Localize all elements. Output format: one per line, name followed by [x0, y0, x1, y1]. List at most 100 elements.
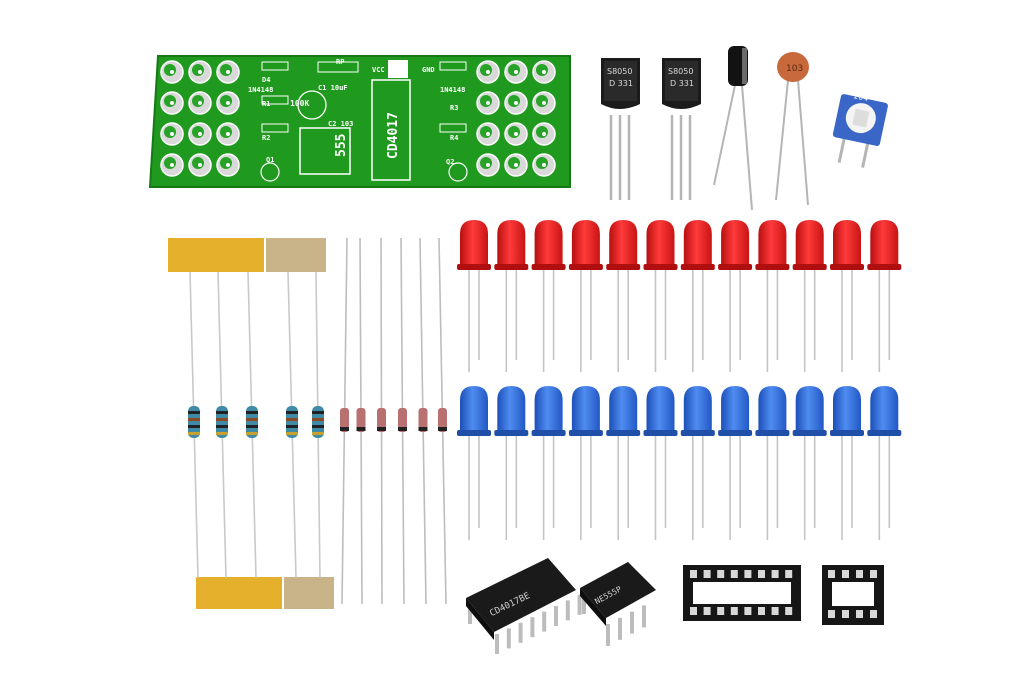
ic-pin: [582, 596, 586, 614]
blue-led: [830, 386, 864, 540]
red-led: [531, 220, 566, 372]
pcb-label-vcc: VCC: [372, 66, 385, 74]
resistor: [312, 271, 324, 579]
pcb-label-c1: C1 10uF: [318, 84, 348, 92]
pcb-pad: [476, 153, 500, 177]
blue-led: [718, 386, 753, 540]
blue-led: [755, 386, 790, 540]
socket-hole: [717, 570, 725, 578]
ic-pin: [542, 611, 547, 632]
pcb-label-r3: R3: [450, 104, 458, 112]
blue-led: [568, 386, 603, 540]
blue-led: [531, 386, 566, 540]
pcb-pad: [504, 153, 528, 177]
ic-pin: [530, 617, 535, 638]
red-led: [718, 220, 753, 372]
pcb-label-diode-right: 1N4148: [440, 86, 465, 94]
transistor-2-marking: S8050: [668, 67, 693, 76]
pcb-pad: [532, 91, 556, 115]
socket-hole: [870, 570, 877, 578]
socket-hole: [703, 607, 711, 615]
ic-pin: [606, 624, 610, 646]
pcb-pad: [188, 122, 212, 146]
ceramic-capacitor-code: 103: [786, 64, 803, 74]
diode: [377, 237, 386, 605]
blue-led: [606, 386, 641, 540]
pcb-label-100k: 100K: [290, 99, 309, 108]
red-led: [830, 220, 864, 372]
pcb-pad: [476, 60, 500, 84]
red-led: [755, 220, 790, 372]
resistor: [286, 271, 298, 579]
ic-pin: [577, 594, 582, 615]
socket-hole: [771, 570, 779, 578]
socket-hole: [744, 607, 752, 615]
ic-pin: [642, 605, 646, 628]
resistor-tape-bottom-right: [284, 577, 334, 609]
pcb-pad: [160, 91, 184, 115]
pcb-label-r2: R2: [262, 134, 270, 142]
blue-led: [643, 386, 678, 540]
transistor-2-code: D 331: [670, 79, 694, 88]
pcb-pad: [532, 153, 556, 177]
pcb-pad: [160, 60, 184, 84]
ic-ne555: NE555P: [580, 562, 656, 646]
socket-hole: [828, 570, 835, 578]
pcb-pad: [216, 153, 240, 177]
red-led: [867, 220, 902, 372]
transistor-1: S8050 D 331: [601, 58, 640, 200]
pcb-label-diode-left: 1N4148: [248, 86, 273, 94]
pcb-pad: [504, 60, 528, 84]
pcb-pad: [476, 122, 500, 146]
pcb-pad: [160, 153, 184, 177]
pcb-pad: [504, 91, 528, 115]
ic-pin: [630, 611, 634, 634]
ic-cd4017: CD4017BE: [466, 558, 582, 654]
resistor-tape-top-left: [168, 238, 264, 272]
blue-led: [792, 386, 827, 540]
pcb-pad: [216, 122, 240, 146]
transistor-2: S8050 D 331: [662, 58, 701, 200]
blue-led: [457, 386, 491, 540]
ic-socket-8pin: [822, 565, 884, 625]
socket-hole: [758, 607, 765, 615]
diode: [438, 237, 447, 605]
pcb-pads: [160, 60, 556, 177]
red-led-row: [457, 220, 902, 372]
socket-hole: [870, 610, 877, 618]
diode-group: [340, 237, 447, 605]
potentiometer-code: 104: [852, 91, 869, 103]
ic-pin: [506, 628, 511, 649]
diode: [418, 237, 428, 605]
pcb-pad: [532, 60, 556, 84]
blue-led-row: [457, 386, 902, 540]
socket-hole: [842, 570, 849, 578]
resistor: [246, 271, 258, 579]
socket-hole: [758, 570, 765, 578]
diode: [340, 237, 349, 605]
socket-hole: [690, 570, 697, 578]
socket-hole: [730, 570, 738, 578]
socket-hole: [744, 570, 752, 578]
ic-socket-16pin: [683, 565, 801, 621]
socket-hole: [730, 607, 738, 615]
red-led: [568, 220, 603, 372]
socket-hole: [828, 610, 835, 618]
pcb-pad: [188, 91, 212, 115]
pcb-pad: [188, 60, 212, 84]
socket-hole: [856, 570, 863, 578]
pcb-pad: [216, 91, 240, 115]
pcb-pad: [532, 122, 556, 146]
red-led: [680, 220, 715, 372]
pcb-label-cd4017: CD4017: [386, 112, 401, 159]
pcb-pad: [160, 122, 184, 146]
socket-hole: [785, 570, 793, 578]
red-led: [606, 220, 641, 372]
socket-hole: [785, 607, 793, 615]
red-led: [457, 220, 491, 372]
ic-pin: [495, 634, 499, 654]
pcb-label-q1: Q1: [266, 156, 274, 164]
blue-led: [680, 386, 715, 540]
ic-pin: [554, 606, 558, 626]
